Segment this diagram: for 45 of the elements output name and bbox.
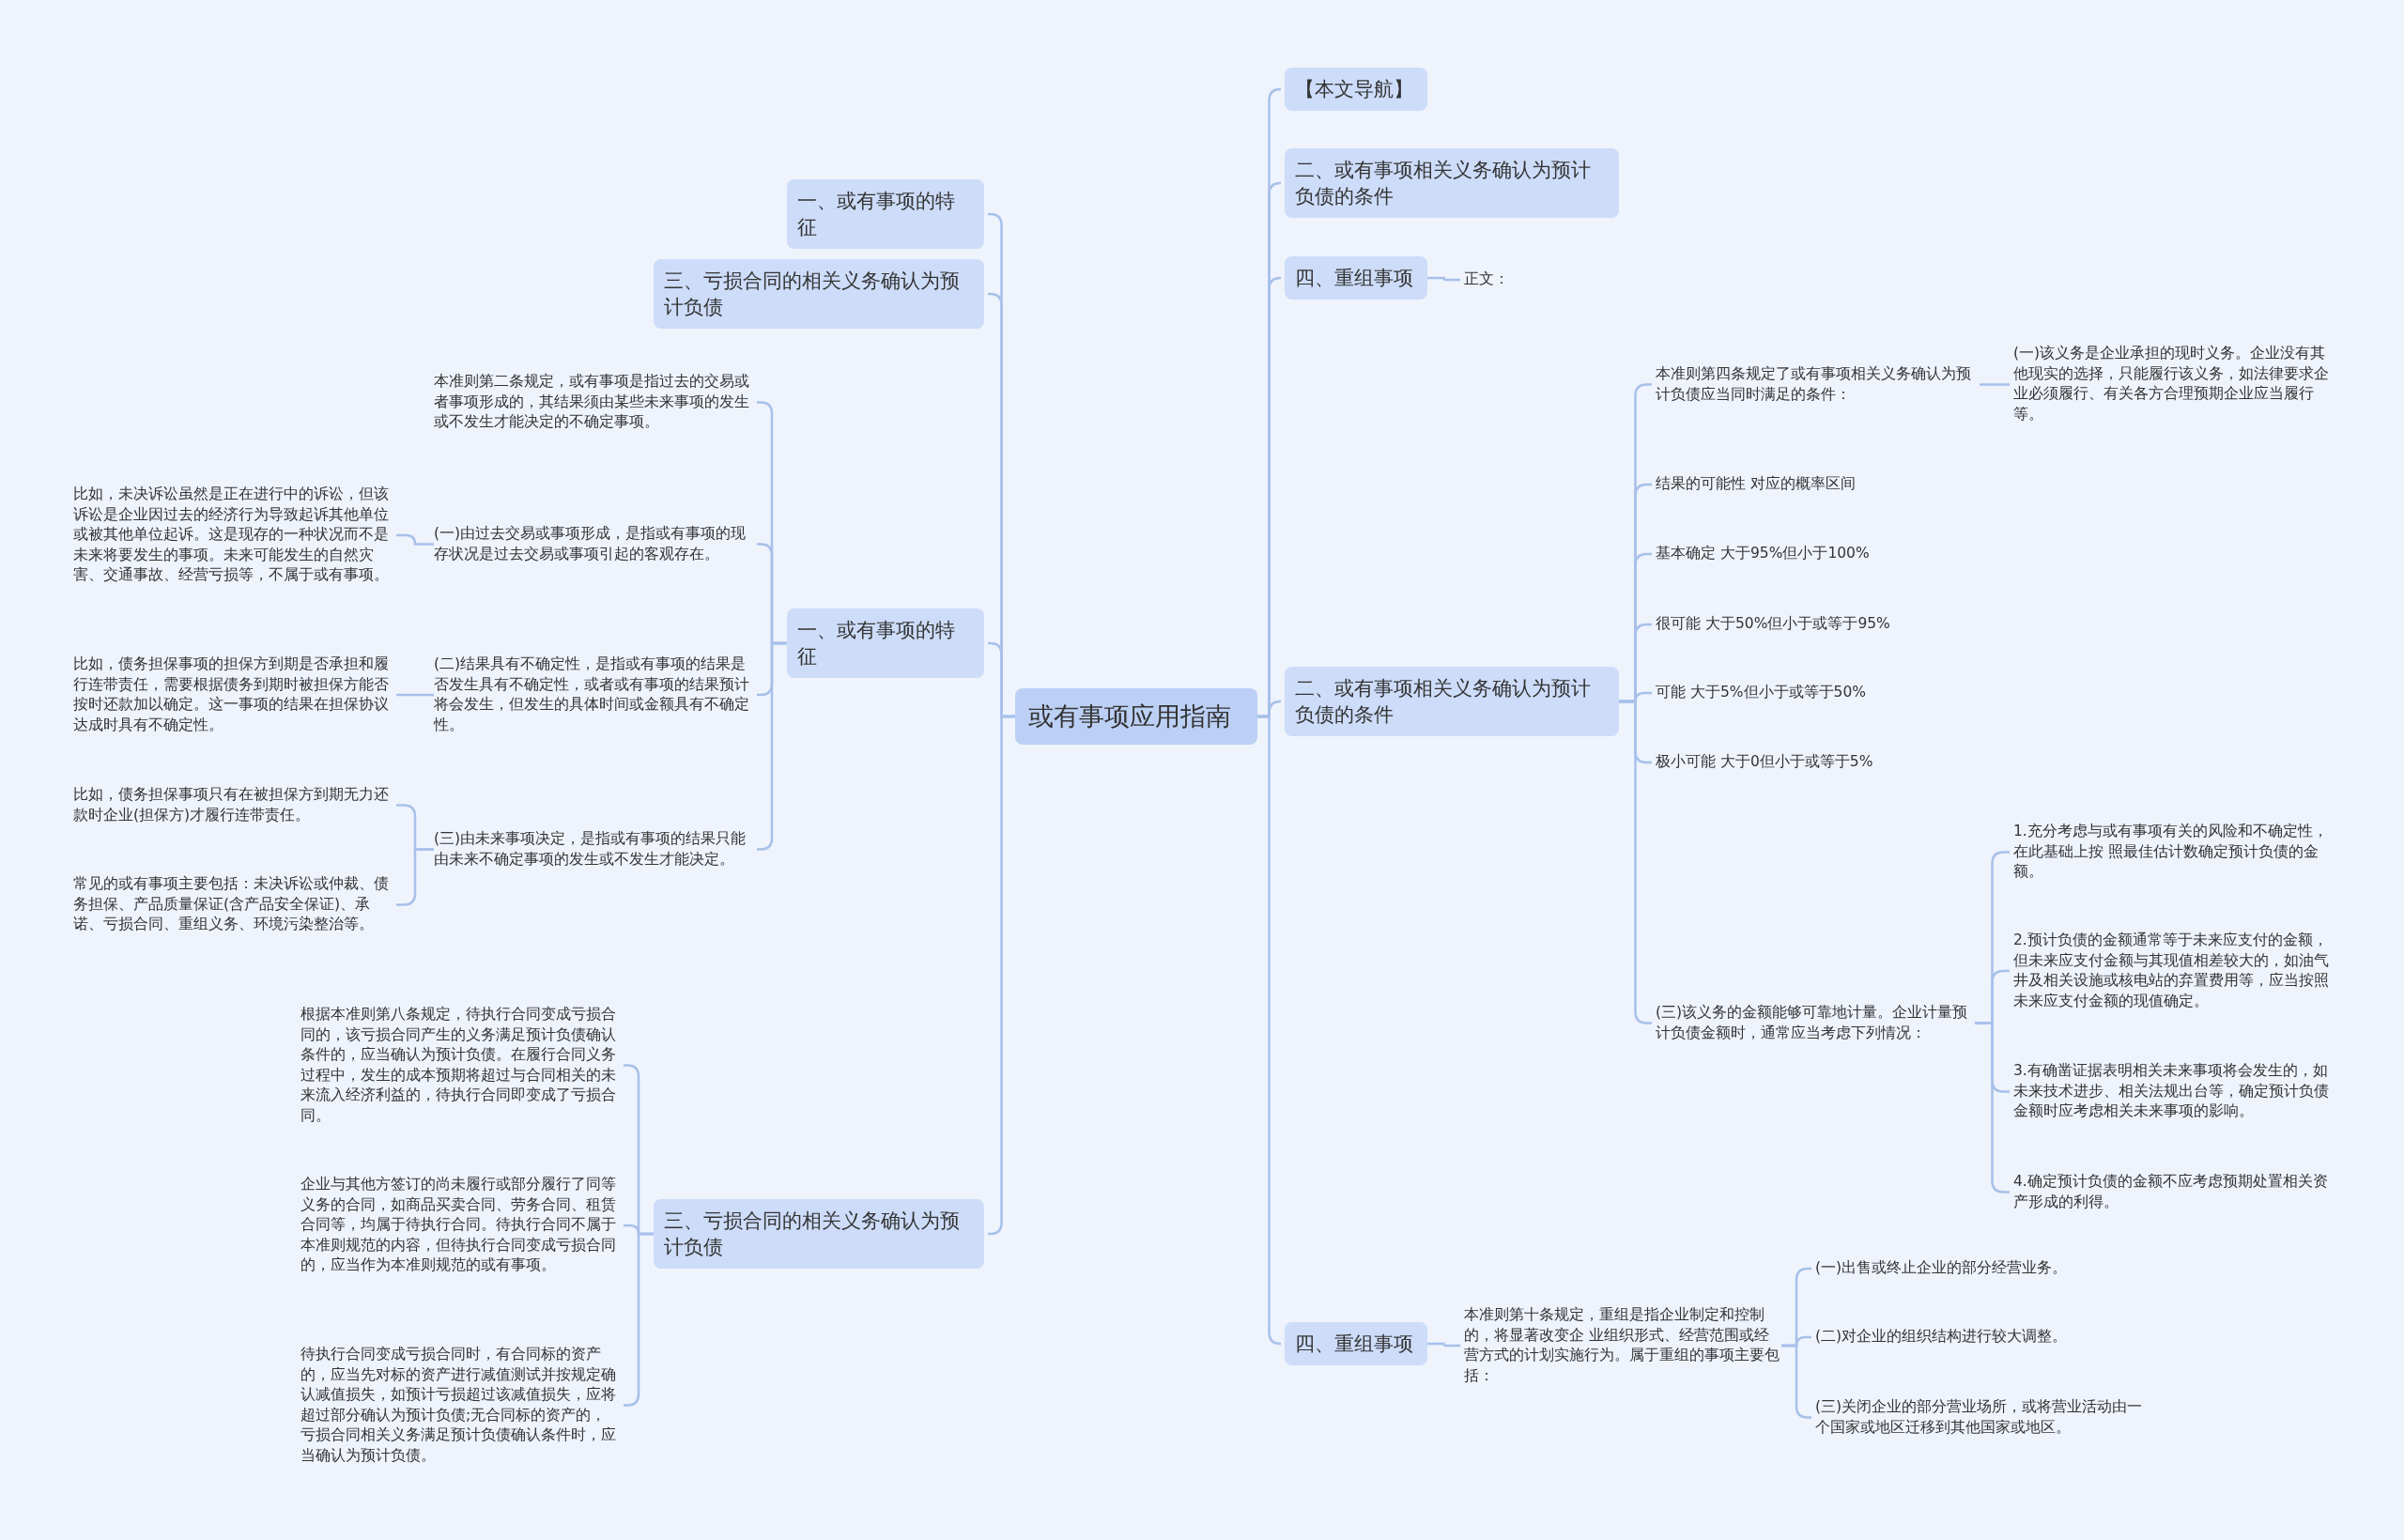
topic-box: 三、亏损合同的相关义务确认为预计负债 [654,1199,984,1269]
topic-text: 本准则第十条规定，重组是指企业制定和控制的，将显著改变企 业组织形式、经营范围或经营方式的计划实施行为。属于重组的事项主要包括： [1464,1305,1781,1386]
topic-box: 【本文导航】 [1285,68,1427,111]
topic-text: 根据本准则第八条规定，待执行合同变成亏损合同的，该亏损合同产生的义务满足预计负债确认条件的，应当确认为预计负债。在履行合同义务过程中，发生的成本预期将超过与合同相关的未来流入经济利益的，待执行合同即变成了亏损合同。 [300,1005,620,1126]
topic-text: (一)出售或终止企业的部分经营业务。 [1815,1258,2153,1279]
connector-line [1257,715,1282,1346]
topic-text: 企业与其他方签订的尚未履行或部分履行了同等义务的合同，如商品买卖合同、劳务合同、租赁合同等，均属于待执行合同。待执行合同不属于本准则规范的内容，但待执行合同变成亏损合同的，应当作为本准则规范的或有事项。 [300,1175,620,1276]
connector-line [987,715,1015,1236]
connector-line [1427,1342,1460,1348]
topic-text: 很可能 大于50%但小于或等于95% [1656,614,1965,635]
connector-line [396,693,434,697]
topic-text: 结果的可能性 对应的概率区间 [1656,474,1965,495]
central-topic-box: 或有事项应用指南 [1015,688,1257,745]
topic-text: 1.充分考虑与或有事项有关的风险和不确定性，在此基础上按 照最佳估计数确定预计负债的金额。 [2013,822,2333,883]
topic-text: 比如，债务担保事项只有在被担保方到期无力还款时企业(担保方)才履行连带责任。 [73,785,393,825]
topic-text: (二)对企业的组织结构进行较大调整。 [1815,1327,2153,1348]
topic-text: 3.有确凿证据表明相关未来事项将会发生的，如未来技术进步、相关法规出台等，确定预计负债金额时应考虑相关未来事项的影响。 [2013,1061,2333,1122]
connector-line [1980,383,2010,386]
topic-text: (三)该义务的金额能够可靠地计量。企业计量预计负债金额时，通常应当考虑下列情况： [1656,1003,1975,1043]
topic-text: 待执行合同变成亏损合同时，有合同标的资产的，应当先对标的资产进行减值测试并按规定确认减值损失，如预计亏损超过该减值损失，应将超过部分确认为预计负债;无合同标的资产的，亏损合同相关义务满足预计负债确认条件时，应当确认为预计负债。 [300,1345,620,1466]
topic-text: (一)由过去交易或事项形成，是指或有事项的现存状况是过去交易或事项引起的客观存在。 [434,524,753,564]
topic-text: 比如，未决诉讼虽然是正在进行中的诉讼，但该诉讼是企业因过去的经济行为导致起诉其他单位或被其他单位起诉。这是现存的一种状况而不是未来将要发生的事项。未来可能发生的自然灾害、交通事故、经营亏损等，不属于或有事项。 [73,485,393,586]
topic-text: (一)该义务是企业承担的现时义务。企业没有其他现实的选择，只能履行该义务，如法律要求企业必须履行、有关各方合理预期企业应当履行等。 [2013,344,2333,424]
topic-text: 比如，债务担保事项的担保方到期是否承担和履行连带责任，需要根据债务到期时被担保方能否按时还款加以确定。这一事项的结果在担保协议达成时具有不确定性。 [73,654,393,735]
topic-box: 二、或有事项相关义务确认为预计负债的条件 [1285,667,1619,736]
connector-line [1427,276,1460,282]
topic-box: 四、重组事项 [1285,1322,1427,1365]
topic-text: 常见的或有事项主要包括：未决诉讼或仲裁、债务担保、产品质量保证(含产品安全保证)、承诺、亏损合同、重组义务、环境污染整治等。 [73,874,393,935]
topic-text: (三)由未来事项决定，是指或有事项的结果只能由未来不确定事项的发生或不发生才能决定。 [434,829,753,870]
topic-text: 可能 大于5%但小于或等于50% [1656,683,1965,703]
topic-text: (三)关闭企业的部分营业场所，或将营业活动由一个国家或地区迁移到其他国家或地区。 [1815,1397,2153,1438]
topic-box: 一、或有事项的特征 [787,179,984,249]
topic-box: 二、或有事项相关义务确认为预计负债的条件 [1285,148,1619,218]
topic-text: (二)结果具有不确定性，是指或有事项的结果是否发生具有不确定性，或者或有事项的结果预计将会发生，但发生的具体时间或金额具有不确定性。 [434,654,753,735]
topic-text: 正文： [1464,270,1520,290]
topic-box: 一、或有事项的特征 [787,608,984,678]
topic-text: 基本确定 大于95%但小于100% [1656,544,1965,564]
topic-text: 极小可能 大于0但小于或等于5% [1656,752,1965,773]
topic-text: 4.确定预计负债的金额不应考虑预期处置相关资产形成的利得。 [2013,1172,2333,1212]
topic-text: 本准则第四条规定了或有事项相关义务确认为预计负债应当同时满足的条件： [1656,364,1980,405]
topic-text: 2.预计负债的金额通常等于未来应支付的金额，但未来应支付金额与其现值相差较大的，如油气井及相关设施或核电站的弃置费用等，应当按照未来应支付金额的现值确定。 [2013,931,2333,1011]
topic-box: 四、重组事项 [1285,256,1427,300]
connector-line [396,533,434,546]
topic-box: 三、亏损合同的相关义务确认为预计负债 [654,259,984,329]
topic-text: 本准则第二条规定，或有事项是指过去的交易或者事项形成的，其结果须由某些未来事项的发生或不发生才能决定的不确定事项。 [434,372,753,433]
